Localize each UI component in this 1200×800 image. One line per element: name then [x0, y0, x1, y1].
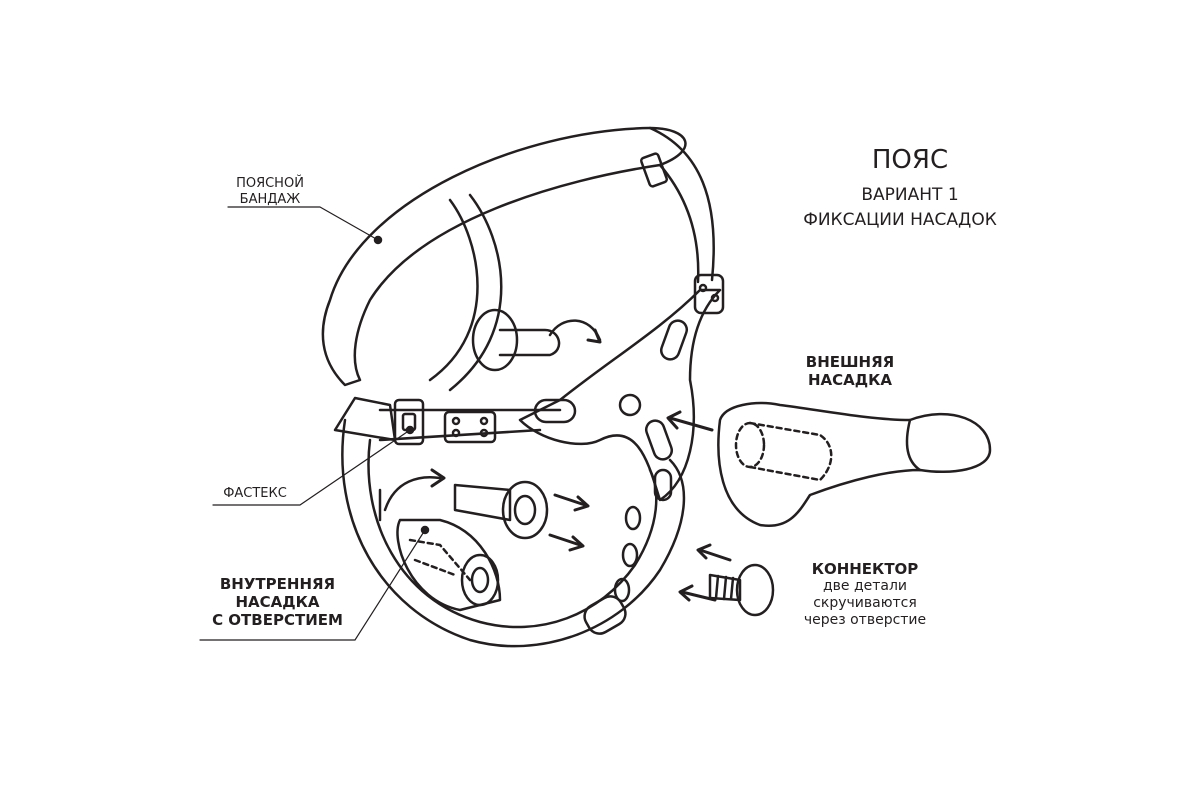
label-line: БАНДАЖ — [239, 191, 301, 207]
leader-waist-band — [227, 206, 379, 241]
title-line2: ФИКСАЦИИ НАСАДОК — [803, 210, 997, 230]
arrows — [548, 410, 732, 602]
slider-buckle — [640, 152, 668, 188]
label-line: ВНЕШНЯЯ — [805, 353, 895, 371]
connector-desc: через отверстие — [803, 611, 927, 628]
label-line: НАСАДКА — [807, 371, 892, 389]
label-fastex: ФАСТЕКС — [223, 486, 287, 501]
label-line: ВНУТРЕННЯЯ — [219, 575, 336, 593]
waist-band — [321, 126, 687, 387]
base-plate — [471, 308, 519, 372]
leader-inner — [199, 529, 426, 641]
connector — [708, 573, 742, 602]
fastex-buckle — [333, 396, 397, 442]
label-line: ПОЯСНОЙ — [236, 176, 304, 191]
label-inner-attachment: ВНУТРЕННЯЯ НАСАДКА С ОТВЕРСТИЕМ — [195, 575, 360, 629]
label-line: С ОТВЕРСТИЕМ — [212, 611, 343, 629]
inner-attachment — [396, 518, 502, 612]
outer-attachment — [717, 401, 992, 528]
label-line: НАСАДКА — [235, 593, 320, 611]
title-line1: ВАРИАНТ 1 — [861, 185, 959, 205]
leader-fastex — [212, 429, 411, 506]
title-main: ПОЯС — [871, 145, 949, 175]
label-outer-attachment: ВНЕШНЯЯ НАСАДКА — [785, 353, 915, 389]
ring-connector — [693, 273, 725, 315]
connector-title: КОННЕКТОР — [811, 560, 919, 578]
front-panel — [518, 288, 722, 502]
label-connector: КОННЕКТОР две детали скручиваются через … — [775, 560, 955, 628]
leg-strap — [341, 418, 686, 648]
hole — [618, 393, 642, 417]
label-waist-band: ПОЯСНОЙ БАНДАЖ — [220, 176, 320, 207]
connector-desc: скручиваются — [813, 594, 917, 611]
connector-desc: две детали — [822, 578, 908, 594]
